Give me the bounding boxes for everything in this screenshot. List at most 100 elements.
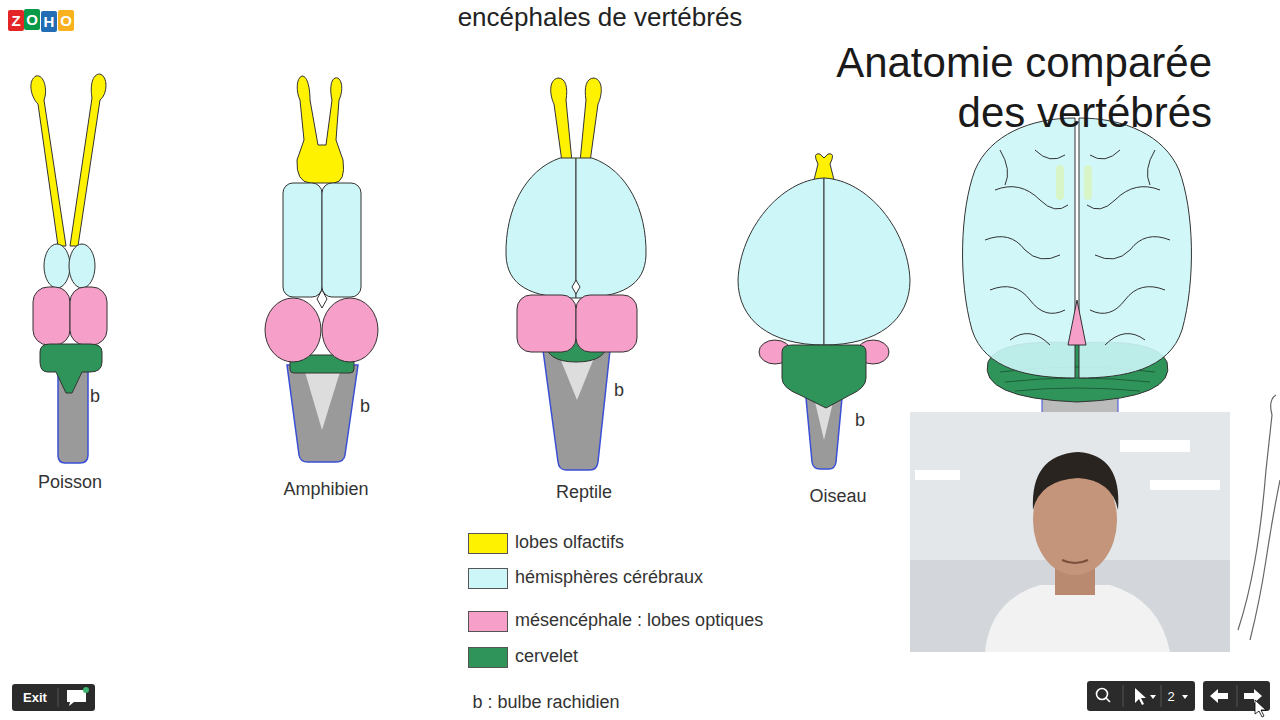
- ventricle: [560, 358, 594, 400]
- webcam-frame: [910, 412, 1230, 652]
- legend-text: cervelet: [515, 646, 578, 668]
- bird-brain: [738, 154, 910, 469]
- slide-title: encéphales de vertébrés: [380, 2, 820, 33]
- mammal-brain: [963, 118, 1192, 415]
- logo-tile: O: [58, 10, 74, 31]
- node-text: O: [26, 11, 38, 28]
- node-text: O: [60, 12, 72, 29]
- cerebral-hemisphere: [576, 158, 646, 298]
- zoom-lens: [1097, 689, 1108, 700]
- separator: [58, 688, 59, 707]
- medulla: [543, 350, 610, 470]
- logo-tile: O: [24, 9, 40, 30]
- ventricle: [815, 402, 833, 440]
- legend-text: hémisphères cérébraux: [515, 567, 703, 589]
- olfactory-lobe: [70, 74, 106, 246]
- separator: [1123, 685, 1124, 707]
- callout-letter: b: [614, 380, 634, 402]
- legend-text: mésencéphale : lobes optiques: [515, 610, 763, 632]
- cerebral-hemisphere: [283, 183, 322, 297]
- separator: [1161, 685, 1162, 707]
- logo-tile: Z: [8, 10, 24, 31]
- cerebral-hemisphere: [69, 244, 95, 288]
- caret-icon: [1150, 695, 1156, 699]
- cerebellum: [782, 345, 866, 408]
- sketch-line: [1238, 395, 1276, 630]
- olfactory-lobe: [297, 76, 344, 183]
- legend-swatch: [468, 611, 508, 632]
- legend-swatch: [468, 647, 508, 668]
- person-mouth: [1062, 560, 1088, 563]
- node-text: H: [44, 13, 55, 30]
- cerebral-hemisphere: [1079, 118, 1191, 378]
- reptile-brain: [506, 78, 646, 470]
- olfactory-lobe: [31, 76, 66, 246]
- animal-name: Reptile: [484, 482, 684, 504]
- olfactory-lobe: [551, 78, 572, 162]
- optic-lobe: [576, 295, 637, 352]
- legend-swatch: [468, 568, 508, 589]
- olfactory-trace: [1056, 165, 1064, 200]
- logo-tile: H: [41, 11, 57, 32]
- optic-lobe: [517, 295, 576, 352]
- optic-lobe: [70, 287, 107, 345]
- nav-ground: [1203, 681, 1270, 711]
- ventricle-mark: [317, 290, 327, 308]
- cerebral-hemisphere: [738, 178, 824, 345]
- optic-lobe: [33, 287, 70, 345]
- separator: [1237, 685, 1238, 707]
- legend-text: lobes olfactifs: [515, 532, 624, 554]
- animal-name: Oiseau: [738, 486, 938, 508]
- ventricle: [305, 372, 340, 430]
- callout-letter: b: [90, 386, 110, 408]
- mouse-cursor: [1255, 700, 1266, 717]
- pineal-region: [1068, 300, 1086, 345]
- toolbar-ground: [1087, 681, 1195, 711]
- sketch-line: [1250, 480, 1280, 640]
- chat-bubble: [67, 690, 86, 706]
- legend-note: b : bulbe rachidien: [396, 692, 696, 714]
- exit-button: Exit: [12, 684, 58, 711]
- exit-button-ground: [12, 684, 95, 711]
- cerebellum: [40, 344, 102, 393]
- cerebral-hemisphere: [322, 183, 361, 297]
- node-text: 2: [1167, 689, 1174, 704]
- gyri: [985, 150, 1170, 345]
- slide-heading: Anatomie comparée des vertébrés: [800, 38, 1212, 137]
- cerebral-hemisphere: [963, 118, 1075, 378]
- zoom-icon: [1097, 685, 1124, 707]
- animal-name: Amphibien: [226, 479, 426, 501]
- cerebral-hemisphere: [506, 158, 576, 298]
- legend-swatch: [468, 533, 508, 554]
- next-arrow: [1244, 689, 1262, 703]
- optic-lobe: [265, 298, 321, 362]
- olfactory-lobe: [580, 78, 601, 162]
- node-text: Exit: [23, 690, 47, 705]
- ventricle-mark: [572, 280, 580, 294]
- ceiling-light: [1120, 440, 1190, 452]
- cerebral-hemisphere: [824, 178, 910, 345]
- callout-letter: b: [360, 396, 380, 418]
- chat-icon: [58, 687, 89, 707]
- zoom-handle: [1106, 698, 1110, 702]
- ceiling-light: [915, 470, 960, 480]
- person-hair: [1033, 452, 1119, 510]
- prev-arrow: [1210, 689, 1228, 703]
- pointer-icon: [1135, 688, 1146, 705]
- cerebral-hemisphere: [44, 244, 70, 288]
- ceiling-light: [1150, 480, 1220, 490]
- medulla: [287, 365, 358, 462]
- page-selector: 2: [1163, 681, 1179, 711]
- webcam-view: [910, 412, 1230, 652]
- edge-sketch: [1238, 395, 1280, 640]
- olfactory-lobe: [814, 154, 834, 180]
- olfactory-trace: [1084, 165, 1092, 200]
- caret-icon: [1182, 695, 1188, 699]
- animal-name: Poisson: [0, 472, 170, 494]
- chat-badge: [83, 687, 89, 693]
- node-text: Z: [11, 12, 20, 29]
- callout-letter: b: [855, 410, 875, 432]
- optic-lobe: [322, 298, 378, 362]
- person-shirt: [985, 585, 1170, 652]
